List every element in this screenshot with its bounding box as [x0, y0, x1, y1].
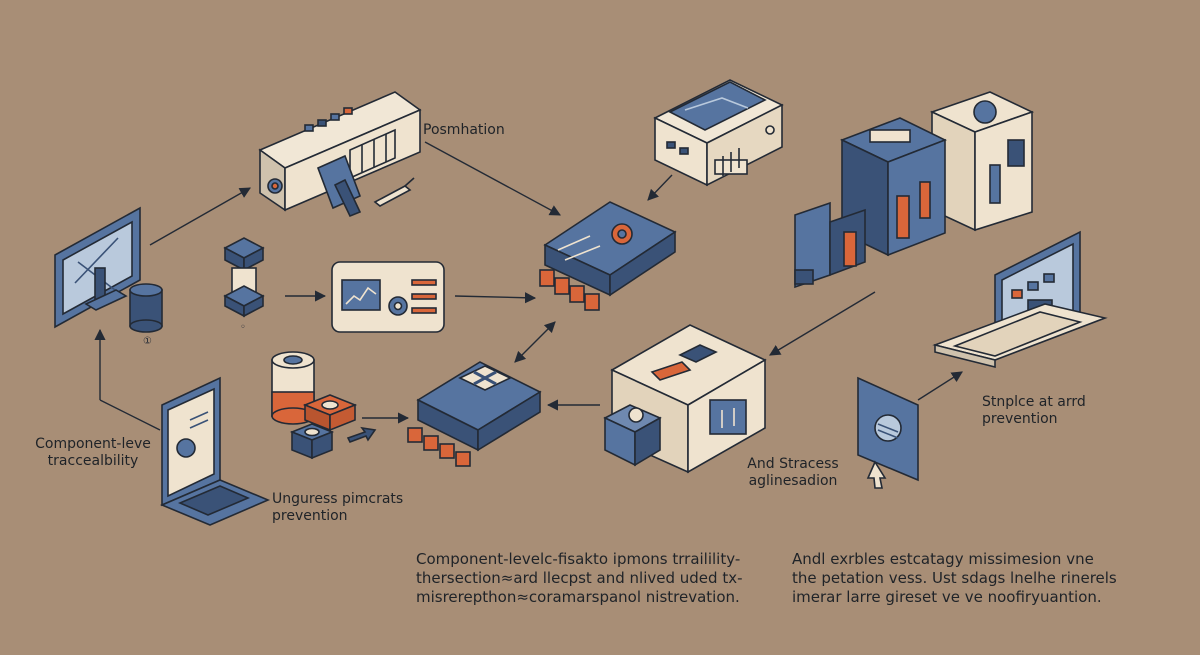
connector-arrows: [94, 141, 963, 431]
paragraph-right-line2: the petation vess. Ust sdags lnelhe rine…: [792, 569, 1117, 587]
label-posmhation: Posmhation: [423, 122, 505, 138]
arrow-controlbox-to-board: [424, 141, 561, 216]
arrow-topbox-to-board: [647, 174, 673, 201]
paragraph-left-line1: Component-levelc-fisakto ipmons trrailil…: [416, 550, 741, 568]
label-and-stracess-line2: aglinesadion: [748, 473, 838, 489]
battery-icon: [271, 351, 315, 425]
tablet-icon: [857, 376, 919, 482]
laptop-icon: [159, 376, 271, 526]
paragraph-left: Component-levelc-fisakto ipmons trrailil…: [416, 550, 743, 607]
arrow-board-to-chip-double: [514, 321, 556, 363]
label-component-left-line2: traccealbility: [47, 453, 139, 469]
top-box-icon: [653, 79, 784, 187]
valve-icon: [223, 237, 265, 318]
chip-small-icon: [289, 394, 377, 460]
monitor-icon: [54, 206, 141, 329]
arrow-monitor-to-controlbox: [149, 187, 251, 246]
label-and-stracess: And Stracess aglinesadion: [718, 456, 868, 490]
dashboard-panel-icon: [331, 261, 445, 333]
processor-board-icon: [539, 201, 677, 311]
label-stnplce-line1: Stnplce at arrd: [982, 394, 1086, 410]
label-unguress: Unguress pimcrats prevention: [272, 491, 403, 525]
small-mark-1: ①: [143, 336, 152, 347]
label-component-left-line1: Component-leve: [35, 436, 151, 452]
arrow-panel-to-board: [454, 292, 537, 304]
paragraph-right-line3: imerar larre gireset ve ve noofiryuantio…: [792, 588, 1102, 606]
chip-board-icon: [407, 361, 542, 467]
label-and-stracess-line1: And Stracess: [747, 456, 839, 472]
label-stnplce: Stnplce at arrd prevention: [982, 394, 1086, 428]
label-component-left: Component-leve traccealbility: [18, 436, 168, 470]
arrow-right-to-server: [769, 291, 876, 356]
paragraph-right: Andl exrbles estcatagy missimesion vne t…: [792, 550, 1117, 607]
paragraph-left-line3: misrerepthon≈coramarspanol nistrevation.: [416, 588, 740, 606]
control-box-icon: [258, 91, 422, 218]
cube-device-icon: [603, 404, 662, 467]
small-mark-2: ◦: [240, 322, 246, 333]
laptop-right-icon: [932, 230, 1108, 369]
label-stnplce-line2: prevention: [982, 411, 1058, 427]
label-unguress-line2: prevention: [272, 508, 348, 524]
paragraph-left-line2: thersection≈ard llecpst and nlived uded …: [416, 569, 743, 587]
cylinder-icon: [129, 283, 163, 333]
storage-tower-icon: [794, 91, 1035, 289]
paragraph-right-line1: Andl exrbles estcatagy missimesion vne: [792, 550, 1094, 568]
cursor-icon: [866, 460, 887, 489]
label-unguress-line1: Unguress pimcrats: [272, 491, 404, 507]
arrow-tablet-to-laptop: [917, 371, 963, 401]
arrow-laptop-to-monitor: [99, 399, 161, 431]
